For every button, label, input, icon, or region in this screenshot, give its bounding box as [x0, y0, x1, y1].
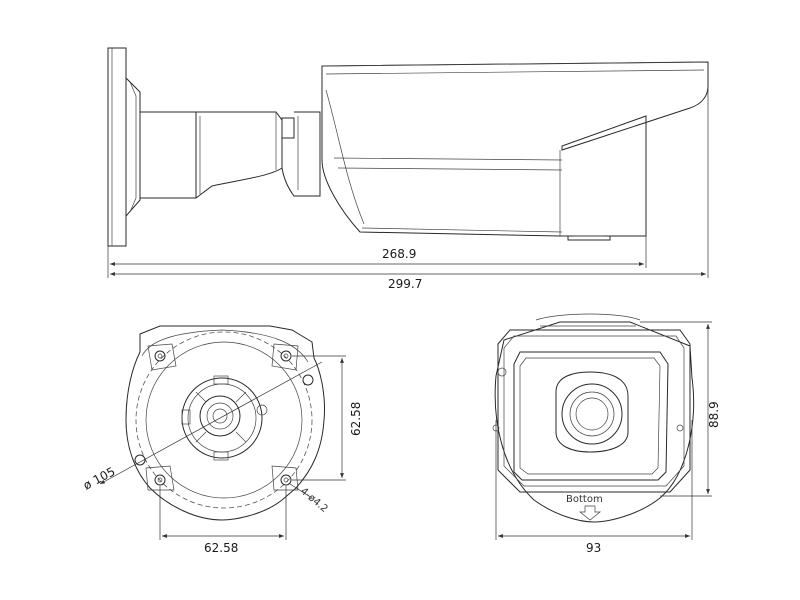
front-housing	[494, 313, 695, 523]
dim-line-horizontal	[159, 486, 287, 540]
bottom-view: ø 105 4-ø4.2 62.58 62.58	[81, 325, 363, 555]
side-screw	[676, 424, 684, 432]
dim-leader-holes	[289, 483, 313, 499]
center-port	[181, 375, 268, 461]
dim-label-holes: 4-ø4.2	[298, 486, 330, 515]
dim-label-height: 88.9	[707, 401, 721, 428]
mount-arm	[140, 111, 321, 199]
dim-line-outer	[110, 86, 709, 278]
dim-label-horizontal: 62.58	[204, 541, 238, 555]
camera-body	[321, 61, 709, 241]
mount-base-plate	[107, 47, 141, 247]
mounting-holes	[134, 343, 314, 491]
dim-line-height	[640, 321, 712, 497]
mount-outline	[125, 325, 325, 521]
side-screw	[497, 367, 507, 377]
dim-label-outer: 299.7	[388, 277, 422, 291]
arrow-down-icon	[579, 505, 601, 521]
lens	[555, 371, 629, 453]
dim-label-inner: 268.9	[382, 247, 416, 261]
dim-label-diameter: ø 105	[81, 464, 118, 492]
dim-line-vertical	[292, 355, 346, 481]
dim-line-inner	[107, 236, 647, 278]
dim-leader-diameter	[99, 361, 323, 485]
side-view: 268.9 299.7	[107, 47, 709, 291]
dim-label-width: 93	[586, 541, 601, 555]
dim-label-vertical: 62.58	[349, 402, 363, 436]
dim-line-width	[495, 420, 693, 540]
bottom-label: Bottom	[566, 494, 603, 505]
front-view: Bottom 88.9 93	[492, 313, 721, 555]
